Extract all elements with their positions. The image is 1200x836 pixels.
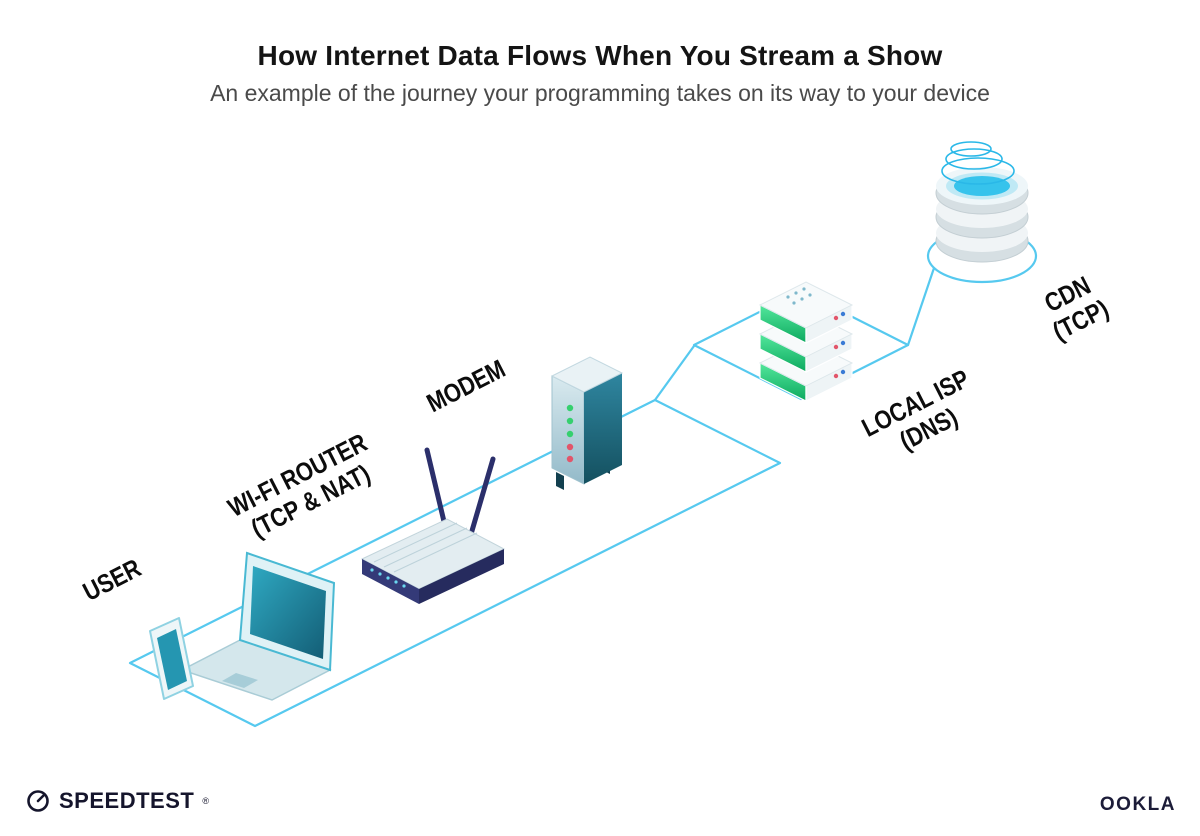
laptop-icon bbox=[180, 551, 336, 701]
modem-icon bbox=[550, 356, 624, 490]
connector-modem-to-isp bbox=[653, 344, 696, 402]
router-led-lights-icon bbox=[370, 568, 406, 588]
connector-isp-to-cdn bbox=[906, 266, 936, 347]
wifi-router-icon bbox=[360, 447, 506, 604]
isp-server-icon bbox=[758, 281, 854, 402]
connector-main-platform bbox=[128, 398, 782, 728]
speedtest-gauge-icon bbox=[27, 790, 49, 812]
cdn-database-icon bbox=[935, 141, 1029, 263]
speedtest-registered-mark: ® bbox=[202, 796, 209, 806]
speedtest-wordmark: SPEEDTEST bbox=[59, 788, 195, 813]
page-title: How Internet Data Flows When You Stream … bbox=[257, 40, 943, 71]
cdn-rings-icon bbox=[941, 141, 1015, 185]
modem-led-lights-icon bbox=[566, 404, 574, 463]
ookla-logo: OOKLA bbox=[1100, 794, 1176, 816]
ookla-wordmark: OOKLA bbox=[1099, 794, 1176, 815]
server-vent-dots-icon bbox=[786, 287, 812, 305]
phone-icon bbox=[149, 617, 194, 700]
speedtest-logo: SPEEDTEST ® bbox=[25, 788, 209, 814]
page-subtitle: An example of the journey your programmi… bbox=[210, 80, 990, 106]
